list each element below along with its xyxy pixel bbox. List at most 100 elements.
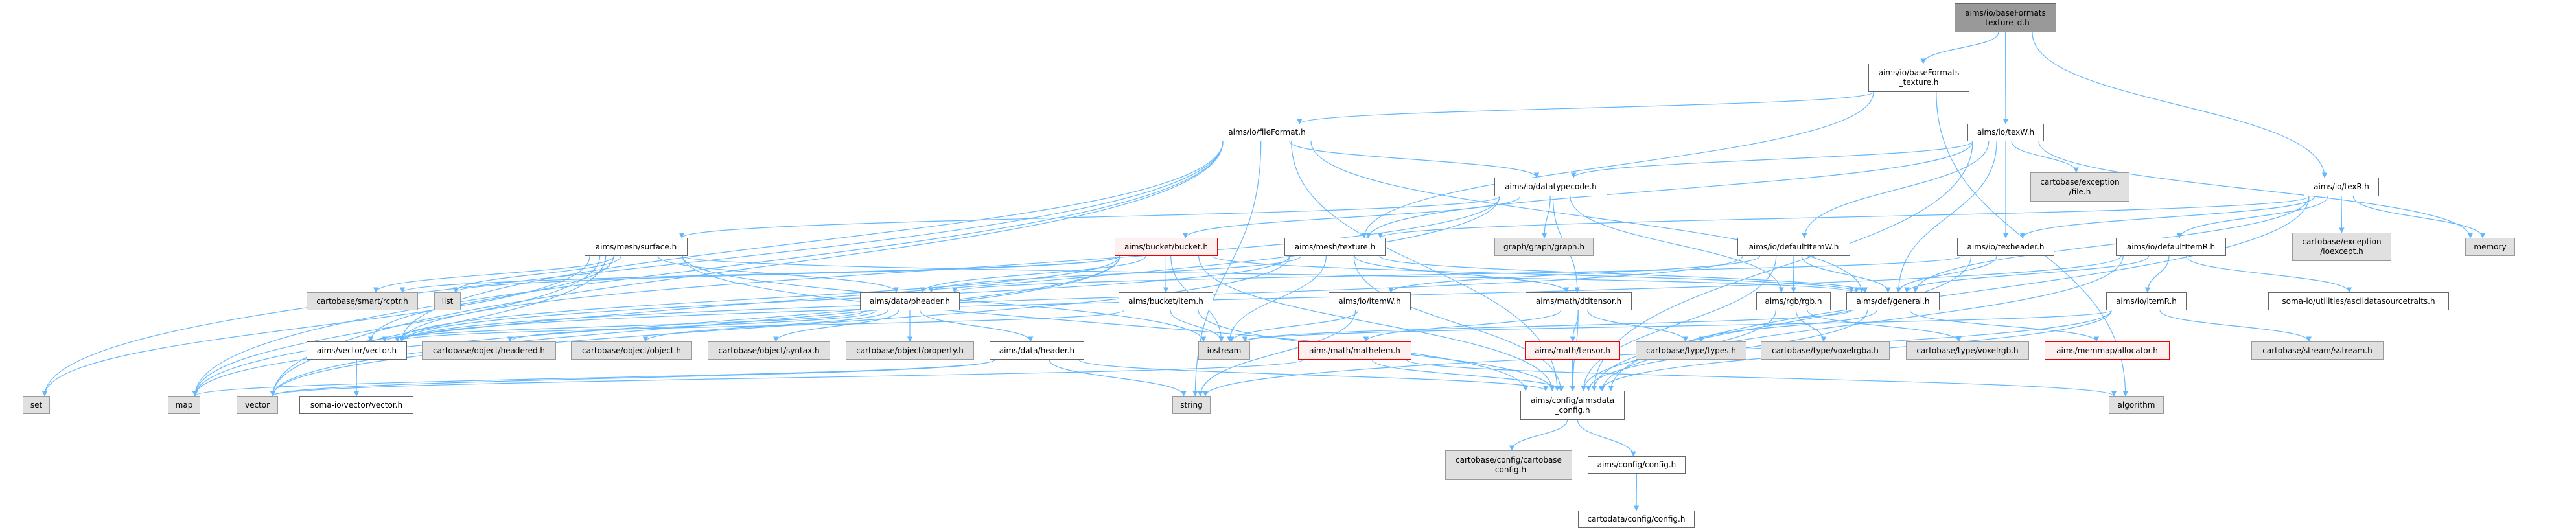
edge-datatypecode-to-bucket: [1183, 196, 1521, 238]
node-vectorh[interactable]: aims/vector/vector.h: [307, 341, 407, 360]
edge-surface-to-rcptr: [373, 255, 615, 293]
edge-datatypecode-to-graph: [1541, 196, 1551, 238]
edge-mathelem-to-algorithm: [1406, 359, 2117, 397]
edge-surface-to-map: [192, 255, 601, 397]
edge-defitemr-to-general: [1904, 255, 2150, 293]
node-defitemr[interactable]: aims/io/defaultItemR.h: [2116, 238, 2226, 256]
node-string[interactable]: string: [1172, 396, 1211, 414]
node-general[interactable]: aims/def/general.h: [1846, 292, 1940, 310]
edge-aimsconfig-to-cbconfig: [1509, 419, 1568, 451]
edge-aimsconfig-to-config: [1577, 419, 1636, 457]
node-cdconfig[interactable]: cartodata/config/config.h: [1578, 511, 1695, 528]
edge-item-to-iostream: [1170, 310, 1224, 342]
node-iostream[interactable]: iostream: [1198, 341, 1250, 360]
node-bft[interactable]: aims/io/baseFormats _texture.h: [1868, 64, 1969, 92]
edge-header-to-string: [1049, 359, 1187, 397]
node-voxelrgba[interactable]: cartobase/type/voxelrgba.h: [1761, 341, 1890, 360]
node-excfile[interactable]: cartobase/exception /file.h: [2030, 172, 2129, 202]
edge-bft-to-fileformat: [1297, 91, 1874, 124]
edge-datatypecode-to-surface: [679, 196, 1500, 238]
node-tensor[interactable]: aims/math/tensor.h: [1525, 341, 1620, 360]
node-map[interactable]: map: [168, 396, 200, 414]
node-texheader[interactable]: aims/io/texheader.h: [1957, 238, 2054, 256]
node-ascii[interactable]: soma-io/utilities/asciidatasourcetraits.…: [2268, 292, 2449, 310]
node-rcptr[interactable]: cartobase/smart/rcptr.h: [307, 292, 418, 310]
node-rgb[interactable]: aims/rgb/rgb.h: [1756, 292, 1831, 310]
edge-rgb-to-voxelrgb: [1807, 310, 1962, 342]
edge-meshtexture-to-vector: [270, 255, 1290, 397]
edge-pheader-to-headered: [507, 310, 877, 342]
edge-texheader-to-pheader: [952, 255, 1963, 293]
node-itemw[interactable]: aims/io/itemW.h: [1329, 292, 1411, 310]
edge-bucket-to-pheader: [920, 255, 1146, 293]
edge-surface-to-list: [452, 255, 621, 293]
edge-texr-to-meshtexture: [1378, 196, 2310, 238]
node-memory[interactable]: memory: [2465, 238, 2515, 256]
node-cbconfig[interactable]: cartobase/config/cartobase _config.h: [1445, 450, 1572, 480]
node-graph[interactable]: graph/graph/graph.h: [1494, 238, 1594, 256]
node-headered[interactable]: cartobase/object/headered.h: [422, 341, 556, 360]
node-item[interactable]: aims/bucket/item.h: [1119, 292, 1213, 310]
node-sstream[interactable]: cartobase/stream/sstream.h: [2251, 341, 2384, 360]
node-defitemw[interactable]: aims/io/defaultItemW.h: [1737, 238, 1850, 256]
edge-surface-to-general: [682, 255, 1854, 293]
edge-header-to-vector: [270, 359, 995, 397]
node-set[interactable]: set: [23, 396, 50, 414]
node-ioexcept[interactable]: cartobase/exception /ioexcept.h: [2292, 233, 2391, 261]
edge-rgb-to-voxelrgba: [1795, 310, 1827, 342]
edge-bft-to-meshtexture: [1361, 91, 1874, 238]
node-bucket[interactable]: aims/bucket/bucket.h: [1115, 238, 1218, 256]
edge-meshtexture-to-aimsconfig: [1353, 255, 1564, 391]
edge-texr-to-texheader: [2019, 196, 2315, 238]
edge-fileformat-to-set: [41, 141, 1224, 397]
node-aimsconfig[interactable]: aims/config/aimsdata _config.h: [1520, 391, 1625, 420]
edge-bucket-to-general: [1212, 255, 1859, 293]
edge-texr-to-defitemr: [2177, 196, 2328, 238]
edge-dtitensor-to-types: [1587, 310, 1688, 342]
edge-defitemw-to-itemw: [1388, 255, 1761, 293]
edge-pheader-to-header: [920, 310, 1034, 342]
edge-itemw-to-iostream: [1229, 310, 1359, 342]
node-allocator[interactable]: aims/memmap/allocator.h: [2045, 341, 2170, 360]
node-types[interactable]: cartobase/type/types.h: [1636, 341, 1746, 360]
edge-header-to-map: [192, 359, 995, 397]
node-datatypecode[interactable]: aims/io/datatypecode.h: [1494, 178, 1607, 196]
node-itemr[interactable]: aims/io/itemR.h: [2106, 292, 2187, 310]
node-texr[interactable]: aims/io/texR.h: [2304, 178, 2379, 196]
edge-mathelem-to-vector: [270, 359, 1304, 397]
node-object[interactable]: cartobase/object/object.h: [571, 341, 692, 360]
node-header[interactable]: aims/data/header.h: [990, 341, 1084, 360]
node-config[interactable]: aims/config/config.h: [1588, 456, 1686, 474]
edge-bucket-to-aimsconfig: [1198, 255, 1555, 391]
node-mathelem[interactable]: aims/math/mathelem.h: [1298, 341, 1411, 360]
edge-meshtexture-to-iostream: [1227, 255, 1327, 342]
edge-bucket-to-rcptr: [400, 255, 1120, 293]
node-somavector[interactable]: soma-io/vector/vector.h: [299, 396, 413, 414]
node-voxelrgb[interactable]: cartobase/type/voxelrgb.h: [1906, 341, 2029, 360]
edge-fileformat-to-datatypecode: [1289, 141, 1540, 178]
edge-general-to-types: [1698, 310, 1877, 342]
edge-defitemw-to-general: [1801, 255, 1891, 293]
edge-general-to-allocator: [1909, 310, 2100, 342]
edge-bucket-to-vectorh: [394, 255, 1120, 342]
edge-defitemw-to-vectorh: [399, 255, 1743, 342]
node-vector[interactable]: vector: [237, 396, 278, 414]
node-fileformat[interactable]: aims/io/fileFormat.h: [1218, 124, 1316, 141]
node-list[interactable]: list: [434, 292, 461, 310]
node-syntax[interactable]: cartobase/object/syntax.h: [708, 341, 830, 360]
node-property[interactable]: cartobase/object/property.h: [846, 341, 974, 360]
edge-itemw-to-string: [1198, 310, 1356, 397]
node-texw[interactable]: aims/io/texW.h: [1967, 124, 2044, 141]
node-root[interactable]: aims/io/baseFormats _texture_d.h: [1955, 3, 2056, 32]
node-meshtexture[interactable]: aims/mesh/texture.h: [1284, 238, 1386, 256]
edge-datatypecode-to-map: [192, 196, 1500, 397]
edge-defitemr-to-itemr: [2144, 255, 2170, 293]
edge-item-to-vectorh: [395, 310, 1124, 342]
node-surface[interactable]: aims/mesh/surface.h: [585, 238, 688, 256]
node-pheader[interactable]: aims/data/pheader.h: [860, 292, 960, 310]
node-algorithm[interactable]: algorithm: [2109, 396, 2164, 414]
edge-texw-to-memory: [2038, 141, 2474, 238]
node-dtitensor[interactable]: aims/math/dtitensor.h: [1526, 292, 1632, 310]
edge-pheader-to-syntax: [773, 310, 899, 342]
